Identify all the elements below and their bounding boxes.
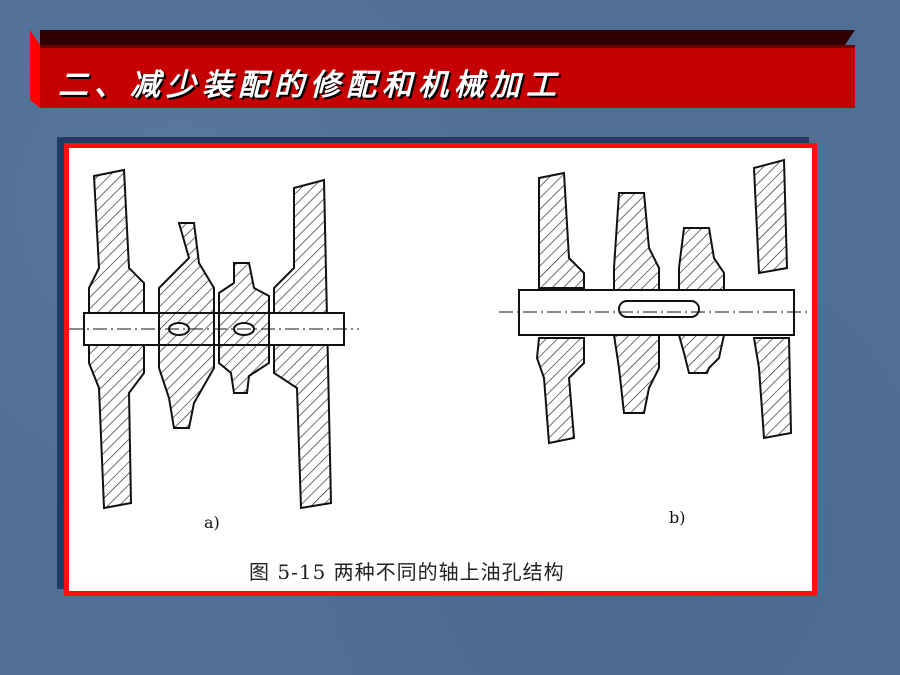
title-bar-top-face bbox=[40, 30, 855, 45]
shaft-drawings bbox=[69, 158, 809, 510]
figure-paper: a) b) 图 5-15 两种不同的轴上油孔结构 bbox=[69, 148, 812, 591]
slide-title: 二、减少装配的修配和机械加工 bbox=[58, 68, 562, 103]
label-b: b) bbox=[669, 508, 686, 527]
label-a: a) bbox=[204, 513, 220, 532]
drawing-b bbox=[499, 158, 809, 445]
gear-b2 bbox=[677, 227, 726, 374]
housing-b-right bbox=[752, 158, 793, 440]
housing-b-left bbox=[535, 171, 585, 445]
title-bar-left-face bbox=[30, 30, 40, 108]
gear-b1 bbox=[612, 192, 660, 414]
title-bar: 二、减少装配的修配和机械加工 bbox=[40, 45, 855, 108]
figure-caption: 图 5-15 两种不同的轴上油孔结构 bbox=[249, 560, 565, 584]
figure-frame: a) b) 图 5-15 两种不同的轴上油孔结构 bbox=[64, 143, 817, 596]
drawing-a bbox=[69, 168, 359, 510]
